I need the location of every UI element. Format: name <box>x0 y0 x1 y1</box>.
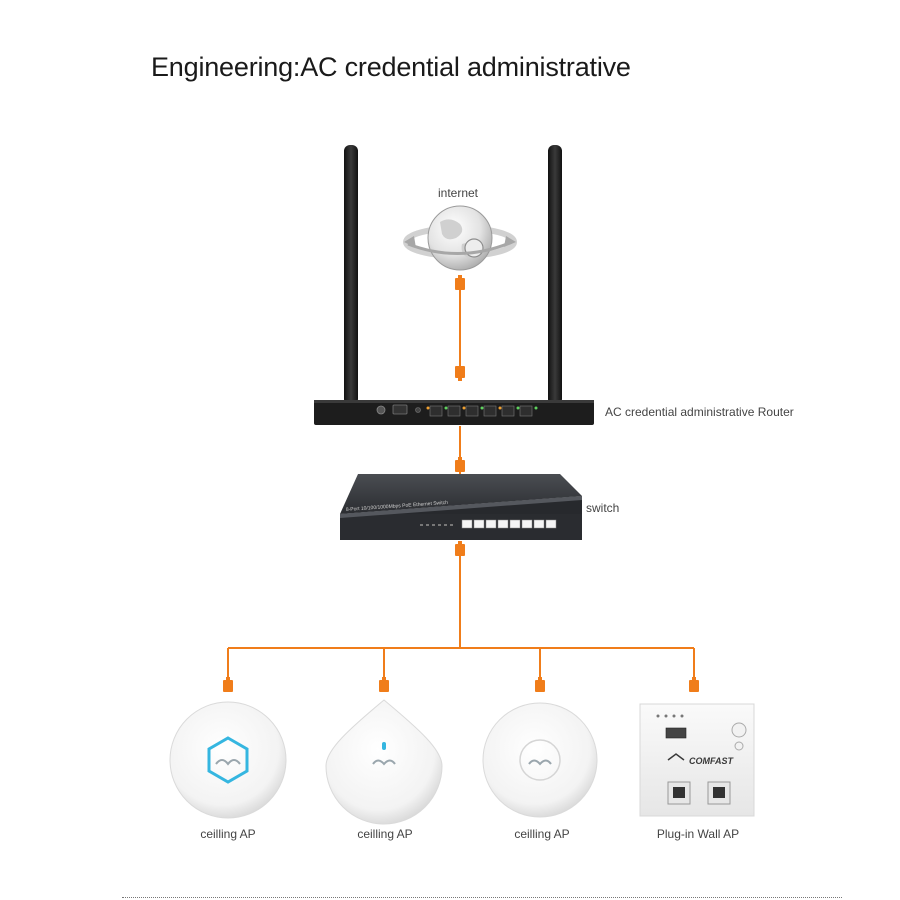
wall-ap-icon: COMFAST <box>639 703 755 817</box>
switch-label: switch <box>586 501 619 515</box>
ceiling-ap-drop-icon <box>325 699 443 825</box>
ceiling-ap-round-icon <box>482 702 598 818</box>
switch-icon: 8-Port 10/100/1000Mbps PoE Ethernet Swit… <box>340 474 582 540</box>
connector-icon <box>455 366 465 381</box>
connector-icon <box>223 677 233 692</box>
ap1-label: ceilling AP <box>200 827 255 841</box>
antenna-right <box>548 145 562 405</box>
ap3-label: ceilling AP <box>514 827 569 841</box>
connector-icon <box>689 677 699 692</box>
connector-icon <box>535 677 545 692</box>
internet-label: internet <box>438 186 479 200</box>
antenna-left <box>344 145 358 405</box>
internet-globe-icon <box>403 205 517 271</box>
ceiling-ap-hexagon-icon <box>169 701 287 819</box>
switch-ports <box>461 519 557 529</box>
router-ports <box>426 405 538 417</box>
connector-icon <box>455 275 465 290</box>
ap4-label: Plug-in Wall AP <box>657 827 739 841</box>
connector-plugs <box>223 275 699 692</box>
page-title: Engineering:AC credential administrative <box>151 52 631 82</box>
bottom-divider <box>122 897 842 898</box>
wall-ap-brand: COMFAST <box>689 756 735 766</box>
router-label: AC credential administrative Router <box>605 405 794 419</box>
connector-icon <box>379 677 389 692</box>
ap2-label: ceilling AP <box>357 827 412 841</box>
connector-icon <box>455 457 465 472</box>
connector-icon <box>455 541 465 556</box>
router-icon <box>314 145 594 425</box>
